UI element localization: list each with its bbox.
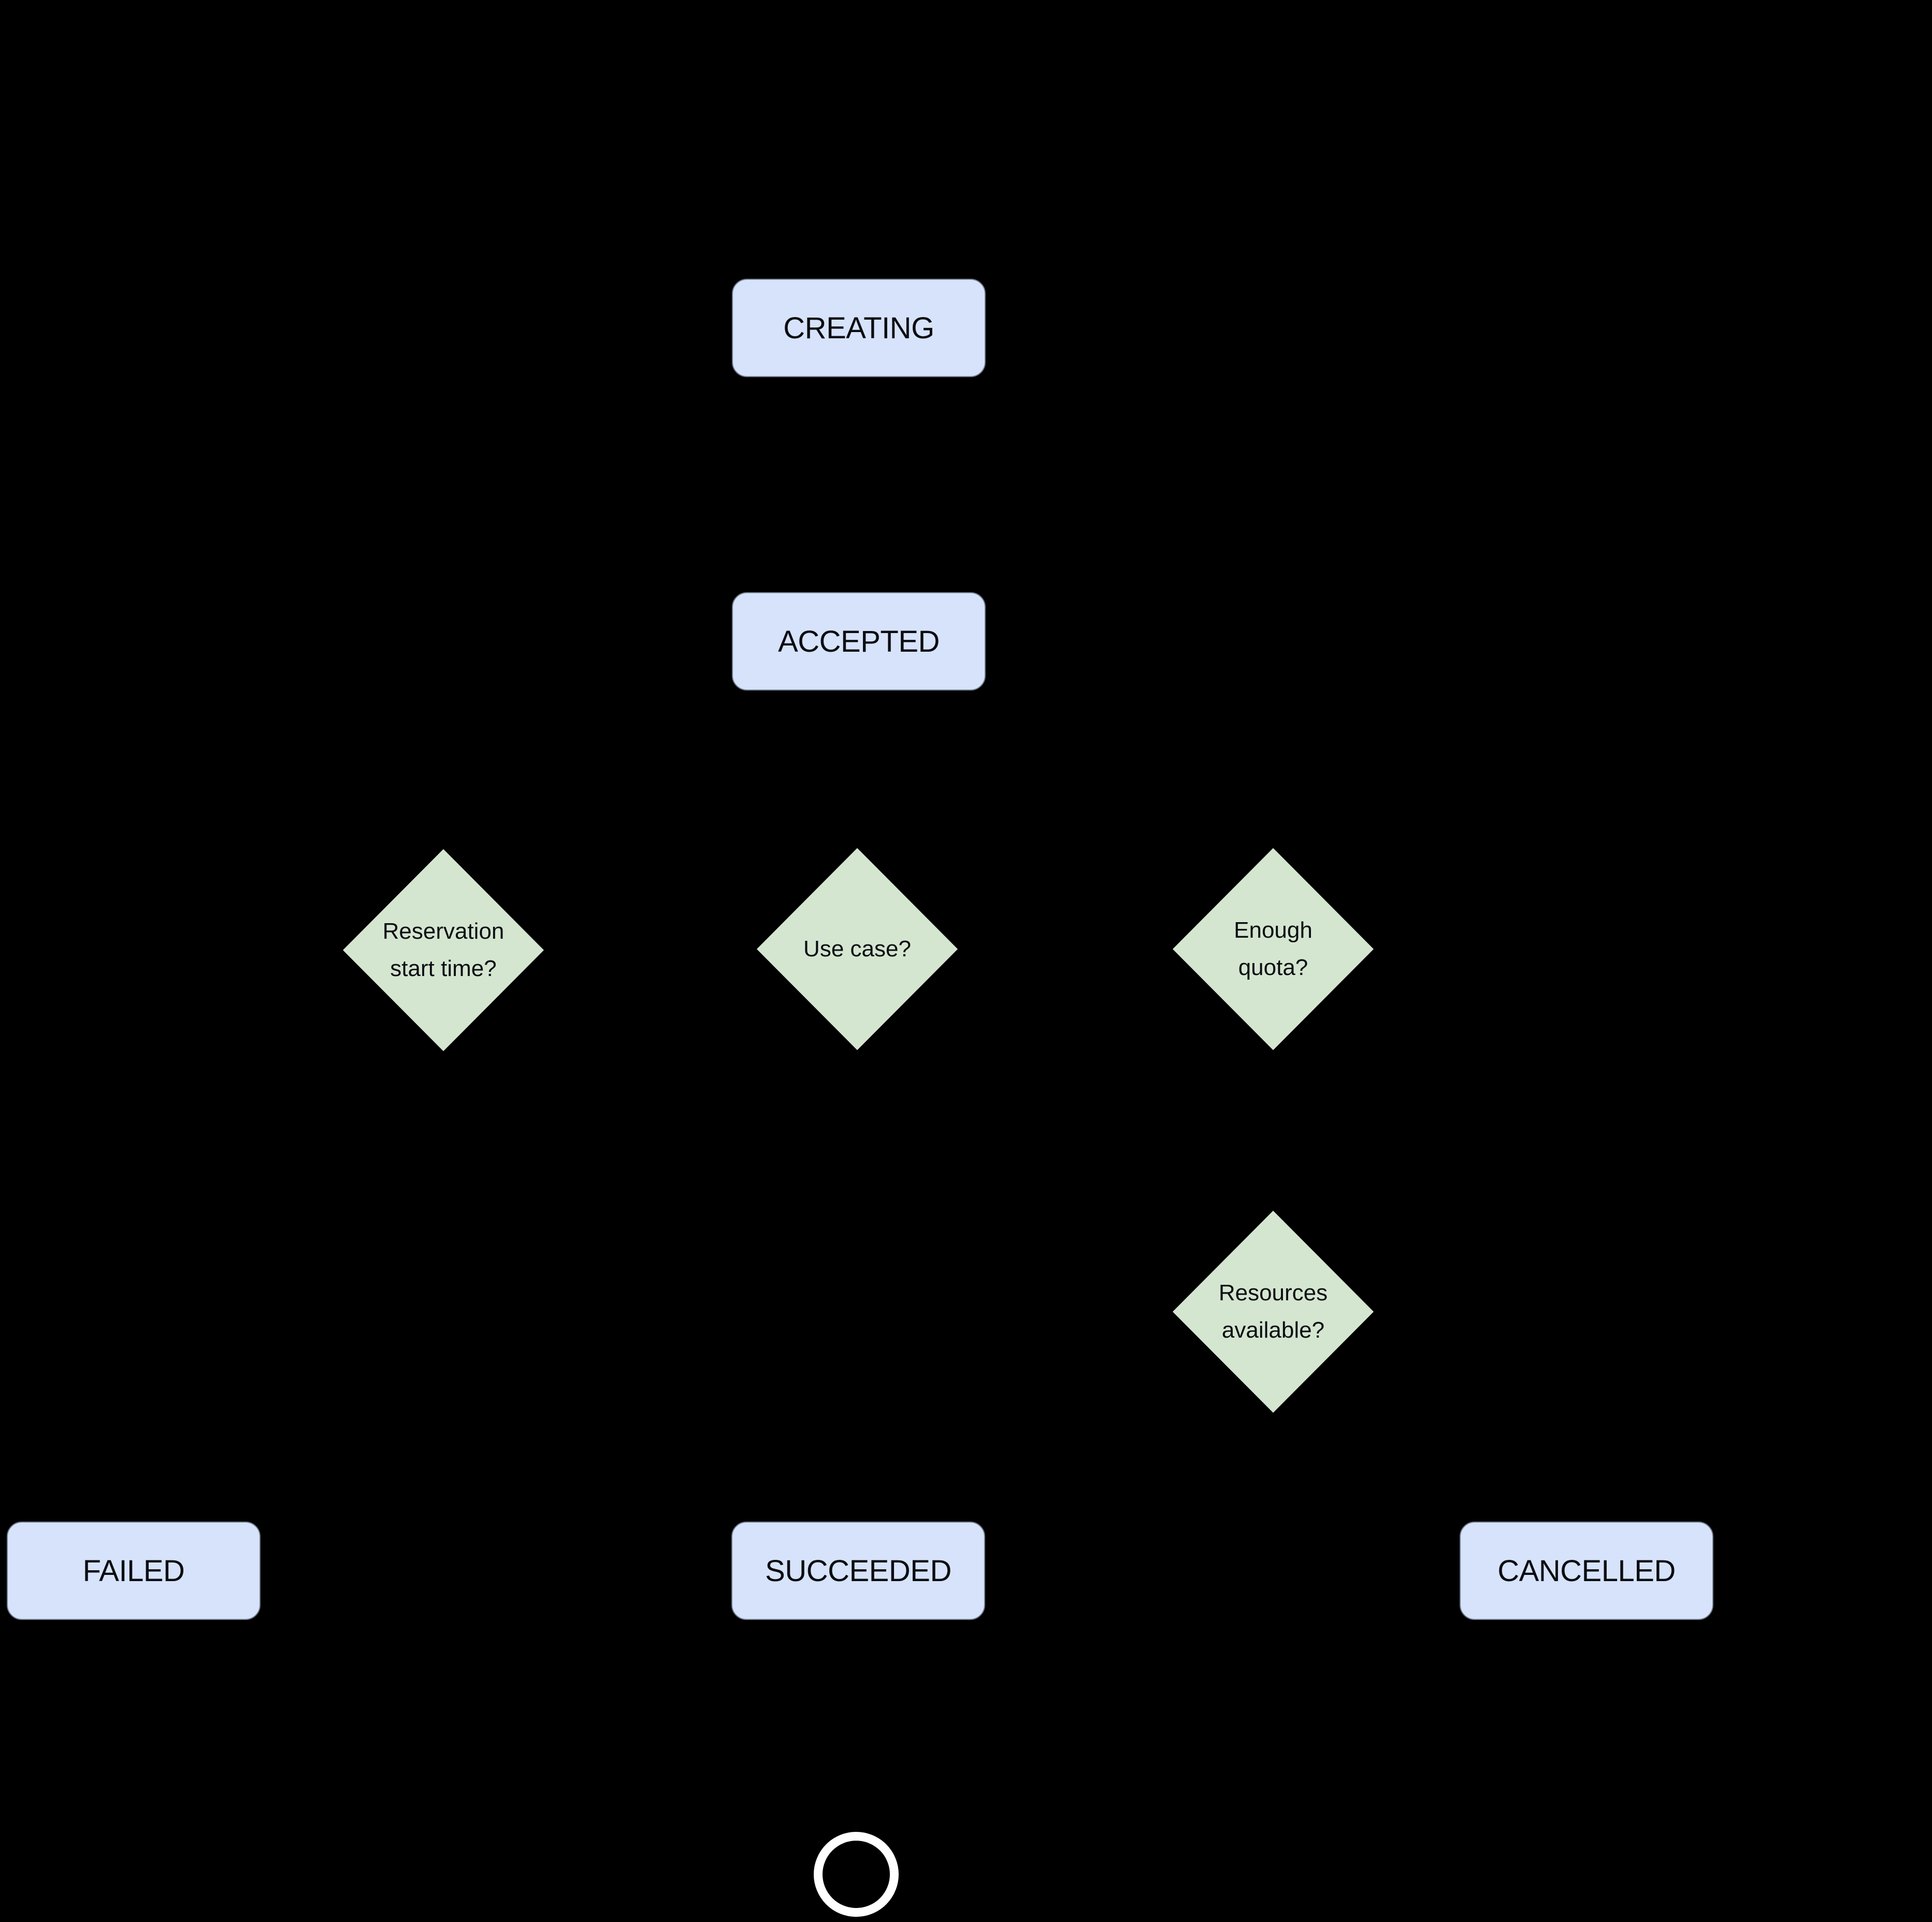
decision-resources-available-line2: available? [1221, 1317, 1325, 1343]
decision-use-case: Use case? [757, 848, 958, 1050]
state-accepted-label: ACCEPTED [778, 624, 940, 658]
state-succeeded-label: SUCCEEDED [765, 1554, 951, 1588]
decision-use-case-line1: Use case? [803, 936, 911, 962]
decision-reservation-start-time-line1: Reservation [382, 919, 504, 944]
end-terminator-icon [814, 1832, 899, 1917]
decision-reservation-start-time-line2: start time? [390, 956, 497, 981]
decision-enough-quota-line2: quota? [1238, 955, 1308, 980]
state-creating-label: CREATING [783, 311, 934, 345]
decision-enough-quota: Enough quota? [1173, 848, 1374, 1050]
decision-reservation-start-time: Reservation start time? [343, 849, 544, 1051]
decision-resources-available: Resources available? [1173, 1211, 1374, 1413]
state-accepted: ACCEPTED [732, 592, 986, 691]
state-failed: FAILED [7, 1522, 261, 1620]
state-cancelled: CANCELLED [1460, 1522, 1713, 1620]
state-succeeded: SUCCEEDED [731, 1522, 985, 1620]
state-failed-label: FAILED [82, 1554, 185, 1588]
decision-enough-quota-line1: Enough [1234, 917, 1313, 943]
state-cancelled-label: CANCELLED [1497, 1554, 1676, 1588]
state-creating: CREATING [732, 279, 986, 377]
decision-resources-available-line1: Resources [1218, 1280, 1328, 1306]
